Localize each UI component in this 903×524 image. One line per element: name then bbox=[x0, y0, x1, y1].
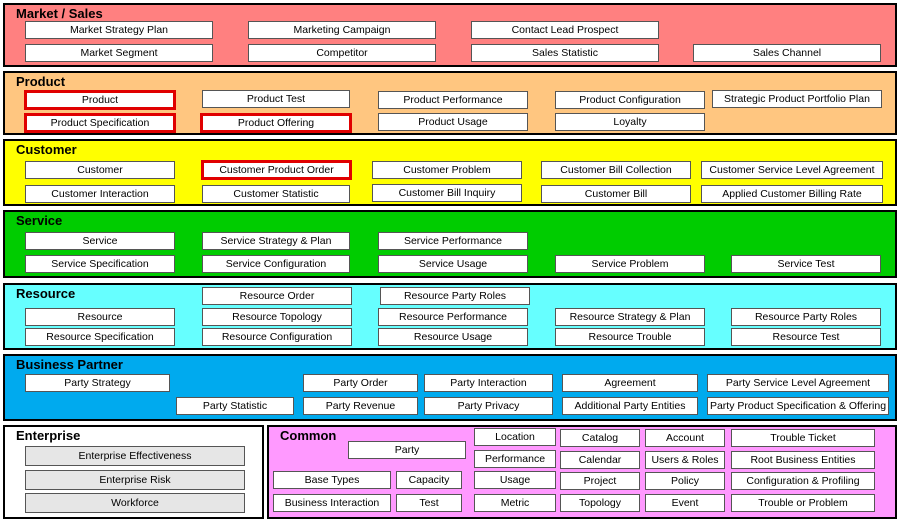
entity-box-resource-party-roles: Resource Party Roles bbox=[380, 287, 530, 305]
entity-box-root-business-entities: Root Business Entities bbox=[731, 451, 875, 469]
entity-box-trouble-ticket: Trouble Ticket bbox=[731, 429, 875, 447]
domain-title: Common bbox=[280, 428, 337, 443]
entity-box-customer-bill: Customer Bill bbox=[541, 185, 691, 203]
entity-box-party-privacy: Party Privacy bbox=[424, 397, 553, 415]
entity-box-service: Service bbox=[25, 232, 175, 250]
entity-box-contact-lead-prospect: Contact Lead Prospect bbox=[471, 21, 659, 39]
entity-box-account: Account bbox=[645, 429, 725, 447]
entity-box-product-specification: Product Specification bbox=[24, 113, 176, 133]
entity-box-party-statistic: Party Statistic bbox=[176, 397, 294, 415]
entity-box-resource-usage: Resource Usage bbox=[378, 328, 528, 346]
entity-box-trouble-or-problem: Trouble or Problem bbox=[731, 494, 875, 512]
domain-title: Market / Sales bbox=[16, 6, 103, 21]
entity-box-users-and-roles: Users & Roles bbox=[645, 451, 725, 469]
entity-box-capacity: Capacity bbox=[396, 471, 462, 489]
entity-box-product: Product bbox=[24, 90, 176, 110]
entity-box-event: Event bbox=[645, 494, 725, 512]
entity-box-sales-statistic: Sales Statistic bbox=[471, 44, 659, 62]
entity-box-resource-trouble: Resource Trouble bbox=[555, 328, 705, 346]
entity-box-enterprise-effectiveness: Enterprise Effectiveness bbox=[25, 446, 245, 466]
entity-box-resource-configuration: Resource Configuration bbox=[202, 328, 352, 346]
entity-box-agreement: Agreement bbox=[562, 374, 698, 392]
entity-box-loyalty: Loyalty bbox=[555, 113, 705, 131]
entity-box-performance: Performance bbox=[474, 450, 556, 468]
domain-title: Enterprise bbox=[16, 428, 81, 443]
entity-box-resource-specification: Resource Specification bbox=[25, 328, 175, 346]
domain-title: Service bbox=[16, 213, 63, 228]
entity-box-resource: Resource bbox=[25, 308, 175, 326]
entity-box-marketing-campaign: Marketing Campaign bbox=[248, 21, 436, 39]
entity-box-party-strategy: Party Strategy bbox=[25, 374, 170, 392]
entity-box-customer-product-order: Customer Product Order bbox=[201, 160, 352, 180]
entity-box-resource-test: Resource Test bbox=[731, 328, 881, 346]
entity-box-service-performance: Service Performance bbox=[378, 232, 528, 250]
entity-box-policy: Policy bbox=[645, 472, 725, 490]
entity-box-party-order: Party Order bbox=[303, 374, 418, 392]
domain-title: Resource bbox=[16, 286, 76, 301]
entity-box-enterprise-risk: Enterprise Risk bbox=[25, 470, 245, 490]
entity-box-service-specification: Service Specification bbox=[25, 255, 175, 273]
entity-box-resource-strategy-and-plan: Resource Strategy & Plan bbox=[555, 308, 705, 326]
entity-box-metric: Metric bbox=[474, 494, 556, 512]
entity-box-customer-interaction: Customer Interaction bbox=[25, 185, 175, 203]
entity-box-topology: Topology bbox=[560, 494, 640, 512]
entity-box-market-strategy-plan: Market Strategy Plan bbox=[25, 21, 213, 39]
entity-box-resource-performance: Resource Performance bbox=[378, 308, 528, 326]
entity-box-customer-service-level-agreement: Customer Service Level Agreement bbox=[701, 161, 883, 179]
entity-box-party-product-specification-and-offering: Party Product Specification & Offering bbox=[707, 397, 889, 415]
entity-box-product-usage: Product Usage bbox=[378, 113, 528, 131]
entity-box-party: Party bbox=[348, 441, 466, 459]
entity-box-competitor: Competitor bbox=[248, 44, 436, 62]
entity-box-test: Test bbox=[396, 494, 462, 512]
entity-box-product-offering: Product Offering bbox=[200, 113, 352, 133]
entity-box-strategic-product-portfolio-plan: Strategic Product Portfolio Plan bbox=[712, 90, 882, 108]
domain-title: Product bbox=[16, 74, 66, 89]
entity-box-service-usage: Service Usage bbox=[378, 255, 528, 273]
domain-title: Customer bbox=[16, 142, 77, 157]
entity-box-party-interaction: Party Interaction bbox=[424, 374, 553, 392]
entity-box-business-interaction: Business Interaction bbox=[273, 494, 391, 512]
entity-box-location: Location bbox=[474, 428, 556, 446]
entity-box-calendar: Calendar bbox=[560, 451, 640, 469]
entity-box-configuration-and-profiling: Configuration & Profiling bbox=[731, 472, 875, 490]
entity-box-party-service-level-agreement: Party Service Level Agreement bbox=[707, 374, 889, 392]
entity-box-product-performance: Product Performance bbox=[378, 91, 528, 109]
entity-box-resource-party-roles: Resource Party Roles bbox=[731, 308, 881, 326]
entity-box-resource-order: Resource Order bbox=[202, 287, 352, 305]
entity-box-party-revenue: Party Revenue bbox=[303, 397, 418, 415]
entity-box-customer-problem: Customer Problem bbox=[372, 161, 522, 179]
entity-box-additional-party-entities: Additional Party Entities bbox=[562, 397, 698, 415]
entity-box-service-configuration: Service Configuration bbox=[202, 255, 350, 273]
entity-box-applied-customer-billing-rate: Applied Customer Billing Rate bbox=[701, 185, 883, 203]
domain-title: Business Partner bbox=[16, 357, 123, 372]
entity-box-resource-topology: Resource Topology bbox=[202, 308, 352, 326]
entity-box-usage: Usage bbox=[474, 471, 556, 489]
entity-box-service-strategy-and-plan: Service Strategy & Plan bbox=[202, 232, 350, 250]
entity-box-customer-statistic: Customer Statistic bbox=[202, 185, 350, 203]
entity-box-project: Project bbox=[560, 472, 640, 490]
entity-box-product-configuration: Product Configuration bbox=[555, 91, 705, 109]
entity-box-market-segment: Market Segment bbox=[25, 44, 213, 62]
entity-box-service-test: Service Test bbox=[731, 255, 881, 273]
entity-box-service-problem: Service Problem bbox=[555, 255, 705, 273]
entity-box-base-types: Base Types bbox=[273, 471, 391, 489]
entity-box-customer-bill-collection: Customer Bill Collection bbox=[541, 161, 691, 179]
entity-box-workforce: Workforce bbox=[25, 493, 245, 513]
entity-box-customer: Customer bbox=[25, 161, 175, 179]
entity-box-catalog: Catalog bbox=[560, 429, 640, 447]
entity-box-product-test: Product Test bbox=[202, 90, 350, 108]
entity-box-customer-bill-inquiry: Customer Bill Inquiry bbox=[372, 184, 522, 202]
entity-box-sales-channel: Sales Channel bbox=[693, 44, 881, 62]
